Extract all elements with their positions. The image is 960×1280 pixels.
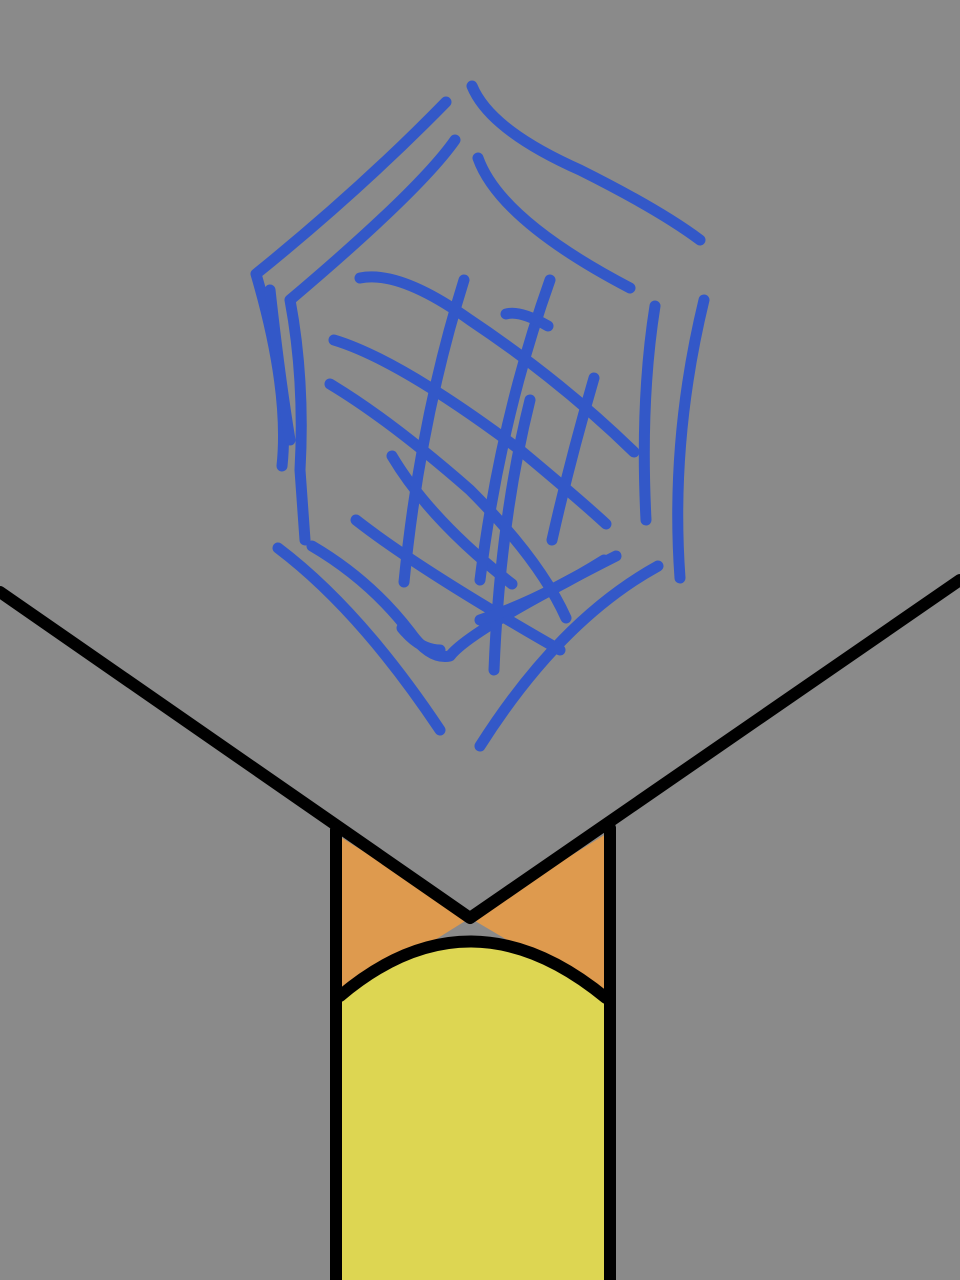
left-orange-triangle <box>342 838 470 998</box>
black-outlines <box>0 574 960 1280</box>
yellow-arched-shape <box>340 939 606 1280</box>
dome-outline <box>334 935 612 1004</box>
blue-hexagonal-scribble <box>250 80 710 752</box>
v-outline <box>0 574 960 924</box>
right-orange-triangle <box>470 834 606 998</box>
